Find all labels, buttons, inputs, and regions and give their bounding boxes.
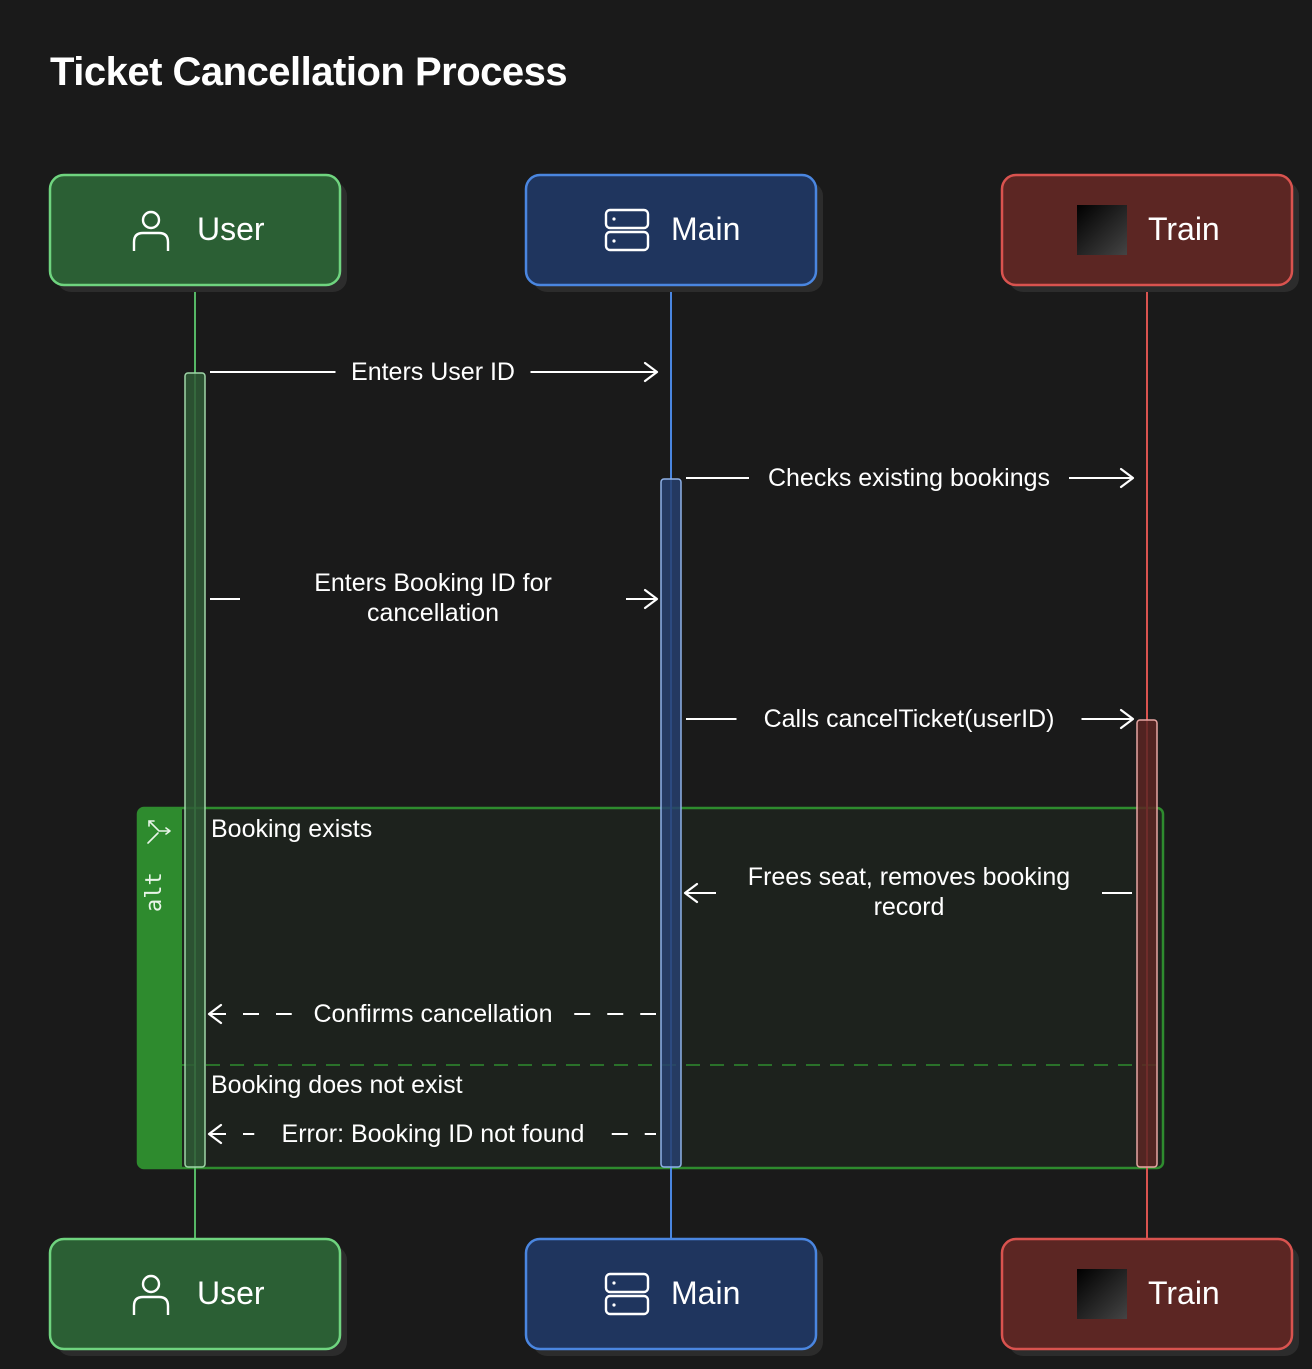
message-label: cancellation xyxy=(367,599,499,627)
activation-bar-train xyxy=(1136,719,1158,1168)
alt-condition: Booking exists xyxy=(211,815,372,843)
participant-label: Train xyxy=(1148,211,1220,247)
message-1: Enters User ID xyxy=(210,358,659,386)
participant-label: Main xyxy=(671,1275,740,1311)
participant-label: Train xyxy=(1148,1275,1220,1311)
participant-train-top: Train xyxy=(1000,173,1299,292)
message-2: Checks existing bookings xyxy=(686,464,1135,492)
participant-label: User xyxy=(197,211,265,247)
arrowhead-icon xyxy=(1119,467,1135,489)
square-icon xyxy=(1077,1269,1127,1319)
alt-keyword: alt xyxy=(142,872,167,912)
server-icon xyxy=(604,1272,650,1316)
participant-label: Main xyxy=(671,211,740,247)
message-label: Confirms cancellation xyxy=(314,1000,553,1028)
server-icon xyxy=(604,208,650,252)
message-4: Calls cancelTicket(userID) xyxy=(686,705,1135,733)
message-label: Checks existing bookings xyxy=(768,464,1050,492)
arrowhead-icon xyxy=(207,1003,223,1025)
participant-label: User xyxy=(197,1275,265,1311)
branch-icon xyxy=(147,820,171,844)
message-label: Calls cancelTicket(userID) xyxy=(764,705,1055,733)
participant-train-bottom: Train xyxy=(1000,1237,1299,1356)
person-icon xyxy=(132,210,170,251)
person-icon xyxy=(132,1274,170,1315)
message-7: Error: Booking ID not found xyxy=(207,1120,656,1148)
diagram-title: Ticket Cancellation Process xyxy=(50,50,568,94)
square-icon xyxy=(1077,205,1127,255)
message-label: Enters Booking ID for xyxy=(314,569,552,597)
message-label: Error: Booking ID not found xyxy=(282,1120,585,1148)
arrowhead-icon xyxy=(643,588,659,610)
participant-user-top: User xyxy=(48,173,347,292)
alt-condition: Booking does not exist xyxy=(211,1071,463,1099)
message-label: Frees seat, removes booking xyxy=(748,863,1070,891)
arrowhead-icon xyxy=(207,1123,223,1145)
arrowhead-icon xyxy=(1119,708,1135,730)
message-label: record xyxy=(874,893,945,921)
activation-bar-main xyxy=(660,478,682,1168)
message-6: Confirms cancellation xyxy=(207,1000,656,1028)
arrowhead-icon xyxy=(643,361,659,383)
participant-main-bottom: Main xyxy=(524,1237,823,1356)
participant-user-bottom: User xyxy=(48,1237,347,1356)
participant-main-top: Main xyxy=(524,173,823,292)
arrowhead-icon xyxy=(683,882,699,904)
message-label: Enters User ID xyxy=(351,358,515,386)
activation-bar-user xyxy=(184,372,206,1168)
